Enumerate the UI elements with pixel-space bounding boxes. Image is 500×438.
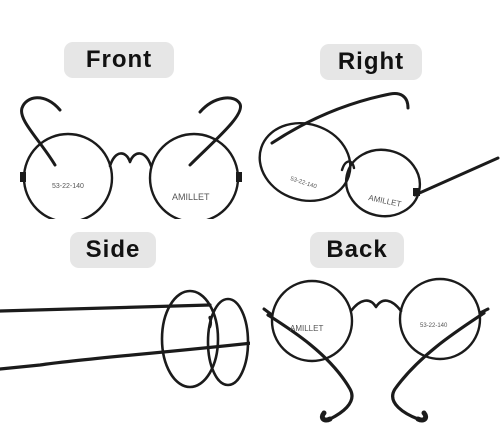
front-right-lens [148, 132, 240, 219]
front-bridge [108, 152, 153, 168]
back-view-panel: AMILLET 53-22-140 Back [250, 219, 500, 438]
front-glasses-image: 53-22-140 AMILLET [20, 96, 242, 219]
right-bridge [340, 160, 356, 172]
right-far-lens [258, 121, 352, 203]
back-left-temple-tip [319, 410, 333, 423]
back-left-endpiece [262, 307, 274, 317]
right-near-temple [413, 156, 500, 197]
back-glasses-image: AMILLET 53-22-140 [262, 277, 490, 423]
front-left-hinge [20, 172, 26, 182]
back-label: Back [310, 232, 404, 268]
side-label: Side [70, 232, 156, 268]
back-bridge [349, 299, 403, 313]
side-back-lens [160, 289, 220, 389]
side-view-panel: Side [0, 219, 250, 438]
back-left-lens [270, 279, 354, 363]
back-right-temple [391, 311, 486, 421]
back-lens-model-text: 53-22-140 [420, 323, 448, 329]
side-top-temple [0, 303, 212, 313]
back-left-temple [266, 313, 354, 421]
side-bottom-temple [0, 341, 250, 371]
back-right-endpiece [478, 307, 490, 315]
front-right-hinge [236, 172, 242, 182]
back-right-temple-tip [415, 410, 429, 423]
right-near-lens [344, 148, 422, 218]
front-label: Front [64, 42, 174, 78]
side-bridge [208, 315, 213, 329]
side-front-lens [206, 297, 250, 387]
right-glasses-image: 53-22-140 AMILLET [258, 92, 500, 218]
right-hinge [413, 188, 420, 196]
front-lens-model-text: 53-22-140 [52, 183, 84, 190]
right-far-temple [270, 92, 410, 145]
side-glasses-image [0, 289, 250, 389]
front-view-panel: 53-22-140 AMILLET Front [0, 0, 250, 219]
front-left-temple [20, 96, 62, 167]
back-lens-brand-text: AMILLET [290, 324, 323, 333]
right-label: Right [320, 44, 422, 80]
right-lens-brand-text: AMILLET [368, 193, 403, 209]
front-left-lens [22, 132, 114, 219]
front-right-temple [188, 96, 242, 167]
back-right-lens [398, 277, 482, 361]
front-lens-brand-text: AMILLET [172, 192, 210, 202]
right-view-panel: 53-22-140 AMILLET Right [250, 0, 500, 219]
right-lens-model-text: 53-22-140 [289, 176, 318, 190]
